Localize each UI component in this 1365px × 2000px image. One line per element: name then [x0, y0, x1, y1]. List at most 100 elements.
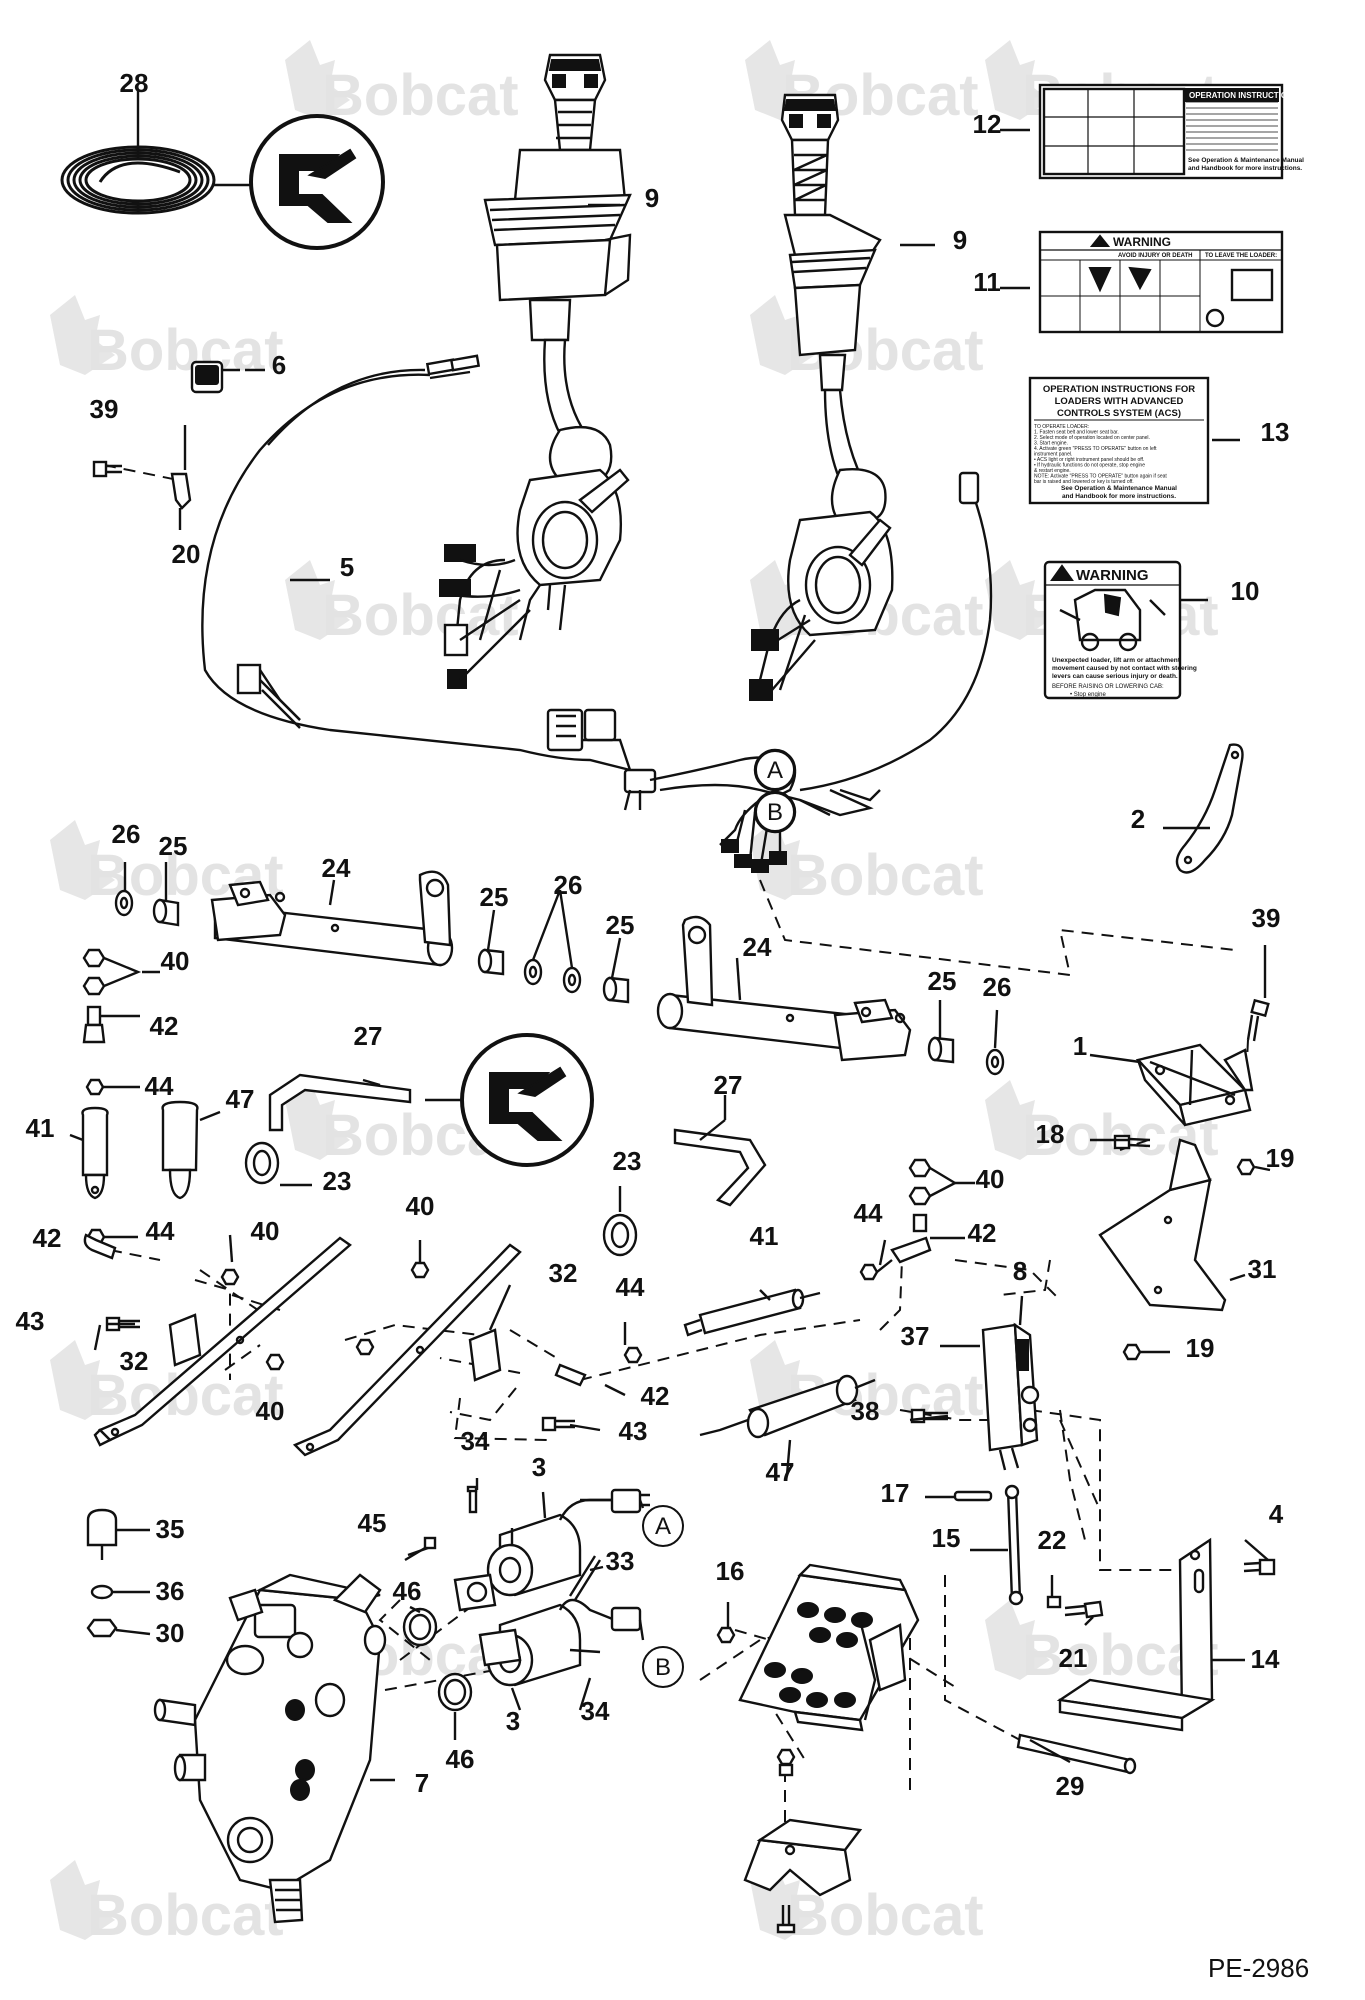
decal-10-warning: WARNING Unexpected loader, lift arm or a…	[1043, 560, 1197, 700]
callout-31: 31	[1248, 1254, 1277, 1284]
callout-41: 41	[26, 1113, 55, 1143]
sensor-block-37	[910, 1322, 1040, 1471]
watermark-text: Bobcat	[787, 843, 984, 908]
callout-3: 3	[506, 1706, 520, 1736]
callout-11: 11	[973, 267, 1001, 297]
watermark-text: Bobcat	[322, 63, 519, 128]
decal-10-bottom-2: • Stop engine	[1070, 692, 1106, 698]
decal-13-line: 4. Activate green "PRESS TO OPERATE" but…	[1034, 446, 1157, 452]
callout-4: 4	[1269, 1499, 1284, 1529]
connector-B: B	[755, 792, 795, 832]
callout-24: 24	[743, 932, 772, 962]
seals-46	[402, 1607, 473, 1712]
callout-46: 46	[446, 1744, 475, 1774]
decal-12-title: OPERATION INSTRUCTIONS	[1189, 91, 1299, 100]
callout-38: 38	[851, 1396, 880, 1426]
decal-13-line: TO OPERATE LOADER:	[1034, 424, 1089, 430]
watermark-2: Bobcat	[50, 295, 284, 383]
decal-10-bottom-1: BEFORE RAISING OR LOWERING CAB:	[1052, 684, 1164, 690]
decal-10-title: WARNING	[1076, 567, 1149, 584]
callout-40: 40	[161, 946, 190, 976]
callout-47: 47	[226, 1084, 255, 1114]
callout-47: 47	[766, 1457, 795, 1487]
spacer-22-bolt-21	[1046, 1595, 1104, 1619]
callout-5: 5	[340, 552, 354, 582]
callout-42: 42	[641, 1381, 670, 1411]
decal-13-title-1: OPERATION INSTRUCTIONS FOR	[1043, 384, 1195, 395]
decal-13-line: • ACS light or right instrument panel sh…	[1034, 457, 1144, 463]
bushings-25	[152, 898, 955, 1064]
callout-23: 23	[323, 1166, 352, 1196]
watermark-4: Bobcat	[285, 560, 519, 648]
mount-plate-1	[1135, 1043, 1254, 1127]
svg-text:A: A	[655, 1513, 671, 1540]
decal-13-title-3: CONTROLS SYSTEM (ACS)	[1057, 408, 1181, 419]
callout-40: 40	[976, 1164, 1005, 1194]
connector-A: A	[755, 750, 795, 790]
callout-27: 27	[354, 1021, 383, 1051]
nut-16	[716, 1626, 736, 1644]
watermark-14: Bobcat	[50, 1860, 284, 1948]
decal-13-body: TO OPERATE LOADER:1. Fasten seat belt an…	[1034, 424, 1167, 485]
decal-13-line: 2. Select mode of operation located on c…	[1034, 435, 1150, 441]
callout-12: 12	[973, 109, 1002, 139]
svg-text:B: B	[767, 799, 783, 826]
watermark-3: Bobcat	[750, 295, 984, 383]
callout-44: 44	[145, 1071, 174, 1101]
callout-39: 39	[90, 394, 119, 424]
decal-11-right-heading: TO LEAVE THE LOADER:	[1205, 253, 1277, 259]
decal-13-line: • If hydraulic functions do not operate,…	[1034, 463, 1145, 469]
callout-26: 26	[983, 972, 1012, 1002]
callout-40: 40	[256, 1396, 285, 1426]
pin-17	[953, 1490, 993, 1502]
bobcat-logo-emblem	[249, 114, 385, 250]
callout-19: 19	[1266, 1143, 1295, 1173]
decal-11-title: WARNING	[1113, 235, 1171, 249]
callout-24: 24	[322, 853, 351, 883]
decal-13-line: 3. Start engine.	[1034, 441, 1068, 447]
decal-13-line: bar is raised and lowered or key is turn…	[1034, 479, 1134, 485]
plug-35-washer-36-nut-30	[86, 1508, 118, 1638]
decal-13-footer-1: See Operation & Maintenance Manual	[1061, 485, 1177, 492]
bolt-39-right	[1246, 998, 1270, 1042]
joystick-9-right	[749, 93, 894, 701]
decal-13-acs-instructions: OPERATION INSTRUCTIONS FOR LOADERS WITH …	[1028, 376, 1210, 505]
decal-11-warning: WARNING AVOID INJURY OR DEATH TO LEAVE T…	[1038, 230, 1284, 334]
callout-23: 23	[613, 1146, 642, 1176]
callout-33: 33	[606, 1546, 635, 1576]
linkage-bar-32-left	[93, 1236, 352, 1447]
washers-26	[114, 889, 1005, 1076]
callout-42: 42	[968, 1218, 997, 1248]
nuts-and-bolts	[83, 1233, 643, 1432]
bracket-2	[1175, 743, 1244, 874]
decal-12-footer-1: See Operation & Maintenance Manual	[1188, 157, 1304, 164]
callout-21: 21	[1059, 1643, 1088, 1673]
callout-25: 25	[159, 831, 188, 861]
decal-10-line-1: Unexpected loader, lift arm or attachmen…	[1052, 657, 1181, 664]
watermark-text: Bobcat	[87, 1883, 284, 1948]
svg-text:A: A	[767, 757, 783, 784]
callout-34: 34	[581, 1696, 610, 1726]
callout-leaders	[69, 90, 1271, 1782]
watermark-text: Bobcat	[322, 583, 519, 648]
callout-25: 25	[928, 966, 957, 996]
callout-6: 6	[272, 350, 286, 380]
diagram-reference-number: PE-2986	[1208, 1953, 1310, 1983]
callout-27: 27	[714, 1070, 743, 1100]
callout-3: 3	[532, 1452, 546, 1482]
callout-39: 39	[1252, 903, 1281, 933]
shaft-24-right	[656, 915, 912, 1062]
angle-bracket-14	[1056, 1537, 1216, 1732]
lower-bracket	[743, 1748, 863, 1934]
decal-13-line: NOTE: Activate "PRESS TO OPERATE" button…	[1034, 474, 1167, 480]
callout-8: 8	[1013, 1256, 1027, 1286]
decal-10-line-2: movement caused by not contact with stee…	[1052, 665, 1197, 672]
decal-12-footer-2: and Handbook for more instructions.	[1188, 165, 1302, 172]
callout-9: 9	[645, 183, 659, 213]
hex-key-27-right	[673, 1128, 767, 1207]
callout-41: 41	[750, 1221, 779, 1251]
bolt-4	[1243, 1558, 1276, 1576]
callout-13: 13	[1261, 417, 1290, 447]
decal-13-title-2: LOADERS WITH ADVANCED	[1055, 396, 1184, 407]
